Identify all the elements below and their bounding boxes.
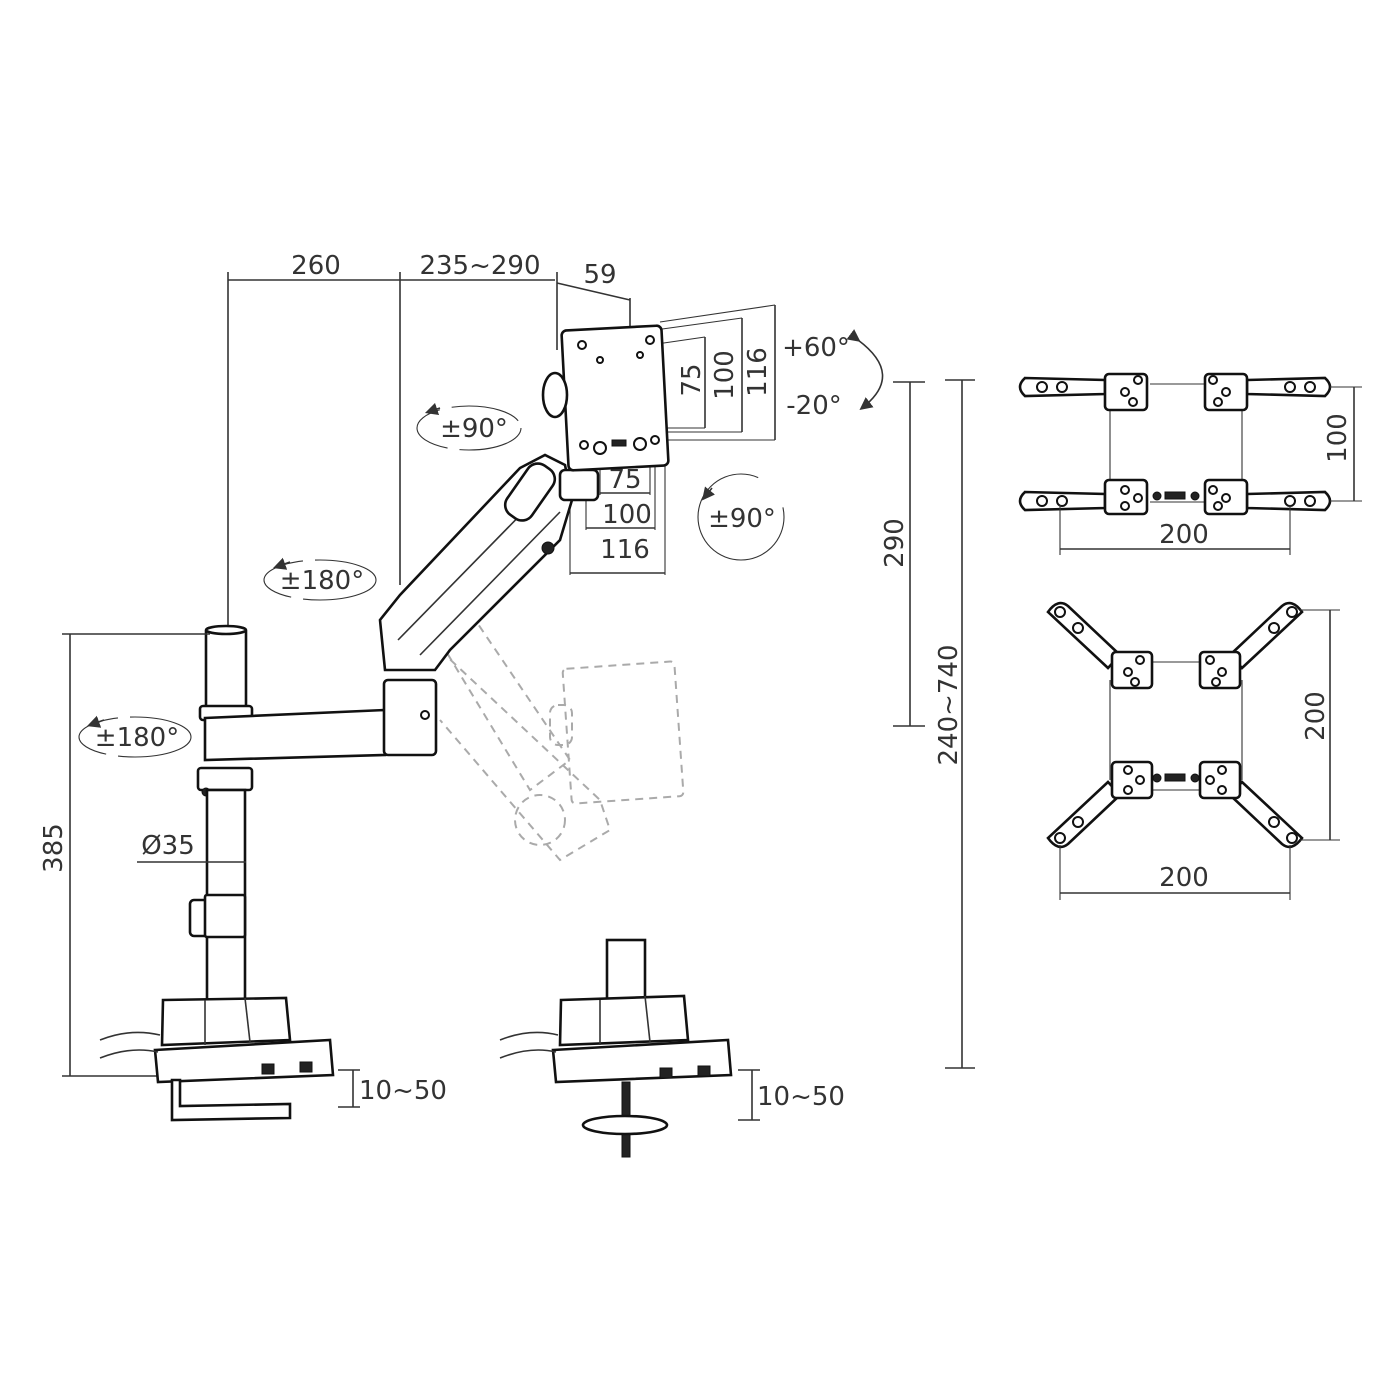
grommet-washer [581,1114,669,1136]
adapter-small-width-label: 200 [1159,520,1209,550]
tilt-up-label: +60° [782,333,850,363]
vesa-width-75-label: 75 [608,465,641,495]
monitor-arm [188,324,670,1007]
vesa-height-75-label: 75 [677,363,707,396]
arm-reach-1-label: 260 [291,251,341,281]
grommet-base: 10~50 [499,938,845,1158]
arm-reach-2-label: 235~290 [419,251,540,281]
clamp-plate [153,1038,335,1084]
height-range-label: 240~740 [934,644,964,765]
lower-arm [203,708,387,762]
tilt-indicator: +60° -20° [782,329,884,421]
grommet-thickness-label: 10~50 [757,1082,845,1112]
pole-height-label: 385 [39,823,69,873]
rotate-head-arrow-icon [424,402,441,416]
grommet-plate [551,1038,733,1084]
pole-top [204,626,248,712]
clamp-housing [160,996,292,1047]
ghost-lowered-arm [413,588,685,862]
vesa-adapter-small: 100 200 [1018,372,1362,555]
vesa-width-100-label: 100 [602,500,652,530]
rotate-screen-arrow-icon [702,486,715,501]
adapter-small-height-label: 100 [1323,413,1353,463]
top-reach-dimensions: 260 235~290 59 [227,251,631,625]
rotate-arm-arrow-icon [272,557,291,570]
arm-vertical-range-label: 290 [880,518,910,568]
rotation-arm-label: ±180° [280,566,364,596]
vesa-height-100-label: 100 [710,350,740,400]
rotation-base-label: ±180° [95,723,179,753]
head-rotation-indicator: ±90° [416,402,522,451]
adapter-large-height-label: 200 [1301,691,1331,741]
tilt-head [558,468,600,502]
vesa-width-116-label: 116 [600,535,650,565]
vesa-height-116-label: 116 [743,347,773,397]
head-depth-label: 59 [583,260,616,290]
vesa-adapter-large: 200 200 [1046,601,1340,900]
vesa-plate-dimensions: 75 100 116 75 100 116 [569,304,776,575]
tilt-arc-icon [846,329,884,410]
rotate-base-arrow-icon [86,715,105,728]
height-dimensions: 290 240~740 [880,379,975,1069]
arm-rotation-indicator: ±180° [263,557,377,601]
rotation-head-label: ±90° [440,414,508,444]
grommet-housing [558,994,690,1047]
vesa-plate [560,324,670,472]
pole-diameter-label: Ø35 [141,831,195,861]
screen-rotation-indicator: ±90° [697,473,785,561]
clamp-thickness-label: 10~50 [359,1076,447,1106]
adapter-large-width-label: 200 [1159,863,1209,893]
rotation-screen-label: ±90° [708,504,776,534]
clamp-jaw [170,1078,292,1122]
tilt-down-label: -20° [786,391,841,421]
clamp-base: 10~50 [99,996,447,1122]
pole-dimensions: 385 Ø35 [39,633,246,1077]
base-rotation-indicator: ±180° [78,715,192,758]
